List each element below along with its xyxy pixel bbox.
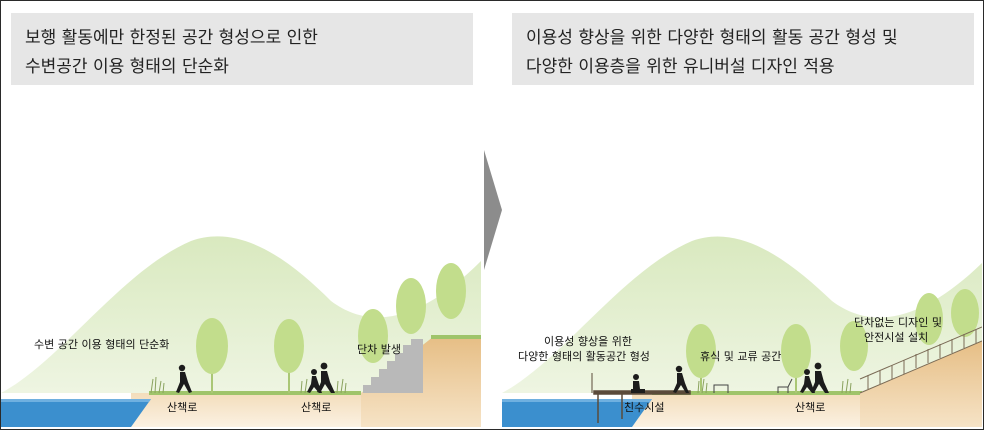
label-step-occurrence: 단차 발생 xyxy=(357,343,401,356)
grass xyxy=(150,376,347,394)
label-barrier-free-line-2: 안전시설 설치 xyxy=(864,331,928,344)
label-waterfront-facility: 친수시설 xyxy=(624,401,664,414)
after-title-line-1: 이용성 향상을 위한 다양한 형태의 활동 공간 형성 및 xyxy=(526,28,898,48)
water xyxy=(1,399,151,427)
after-scene: 이용성 향상을 위한 다양한 형태의 활동공간 형성 휴식 및 교류 공간 단차… xyxy=(502,236,982,427)
before-scene: 수변 공간 이용 형태의 단순화 단차 발생 산책로 산책로 xyxy=(1,236,481,427)
label-walkway: 산책로 xyxy=(795,401,825,414)
grass xyxy=(697,378,852,394)
raised-bank xyxy=(860,341,982,427)
trees xyxy=(196,263,466,393)
stairs xyxy=(363,339,423,393)
label-walkway-2: 산책로 xyxy=(301,401,331,414)
after-header: 이용성 향상을 위한 다양한 형태의 활동 공간 형성 및 다양한 이용층을 위… xyxy=(512,13,974,85)
label-barrier-free-line-1: 단차없는 디자인 및 xyxy=(854,316,942,329)
before-title-line-2: 수변공간 이용 형태의 단순화 xyxy=(25,57,229,77)
rest-furniture xyxy=(713,378,793,393)
trees xyxy=(686,289,979,393)
after-panel: 이용성 향상을 위한 다양한 형태의 활동공간 형성 휴식 및 교류 공간 단차… xyxy=(502,1,982,427)
transition-arrow-icon xyxy=(484,150,502,270)
before-panel: 수변 공간 이용 형태의 단순화 단차 발생 산책로 산책로 보행 활동에만 한… xyxy=(1,1,481,427)
pedestrian-figures xyxy=(176,362,335,393)
before-title-line-1: 보행 활동에만 한정된 공간 형성으로 인한 xyxy=(25,28,318,48)
before-header: 보행 활동에만 한정된 공간 형성으로 인한 수변공간 이용 형태의 단순화 xyxy=(11,13,473,85)
people-figures xyxy=(631,362,829,393)
label-activity-line-1: 이용성 향상을 위한 xyxy=(544,335,632,348)
label-activity-line-2: 다양한 형태의 활동공간 형성 xyxy=(518,349,650,363)
background-hill xyxy=(502,236,982,393)
label-rest-exchange: 휴식 및 교류 공간 xyxy=(700,350,781,363)
ramp-railing xyxy=(859,326,982,394)
background-hill xyxy=(1,236,481,393)
after-title-line-2: 다양한 이용층을 위한 유니버설 디자인 적용 xyxy=(526,57,835,77)
walkway-surface xyxy=(149,391,361,395)
water xyxy=(502,399,652,427)
walkway-surface xyxy=(652,391,862,395)
label-walkway-1: 산책로 xyxy=(167,401,197,414)
label-simplification: 수변 공간 이용 형태의 단순화 xyxy=(34,338,169,351)
